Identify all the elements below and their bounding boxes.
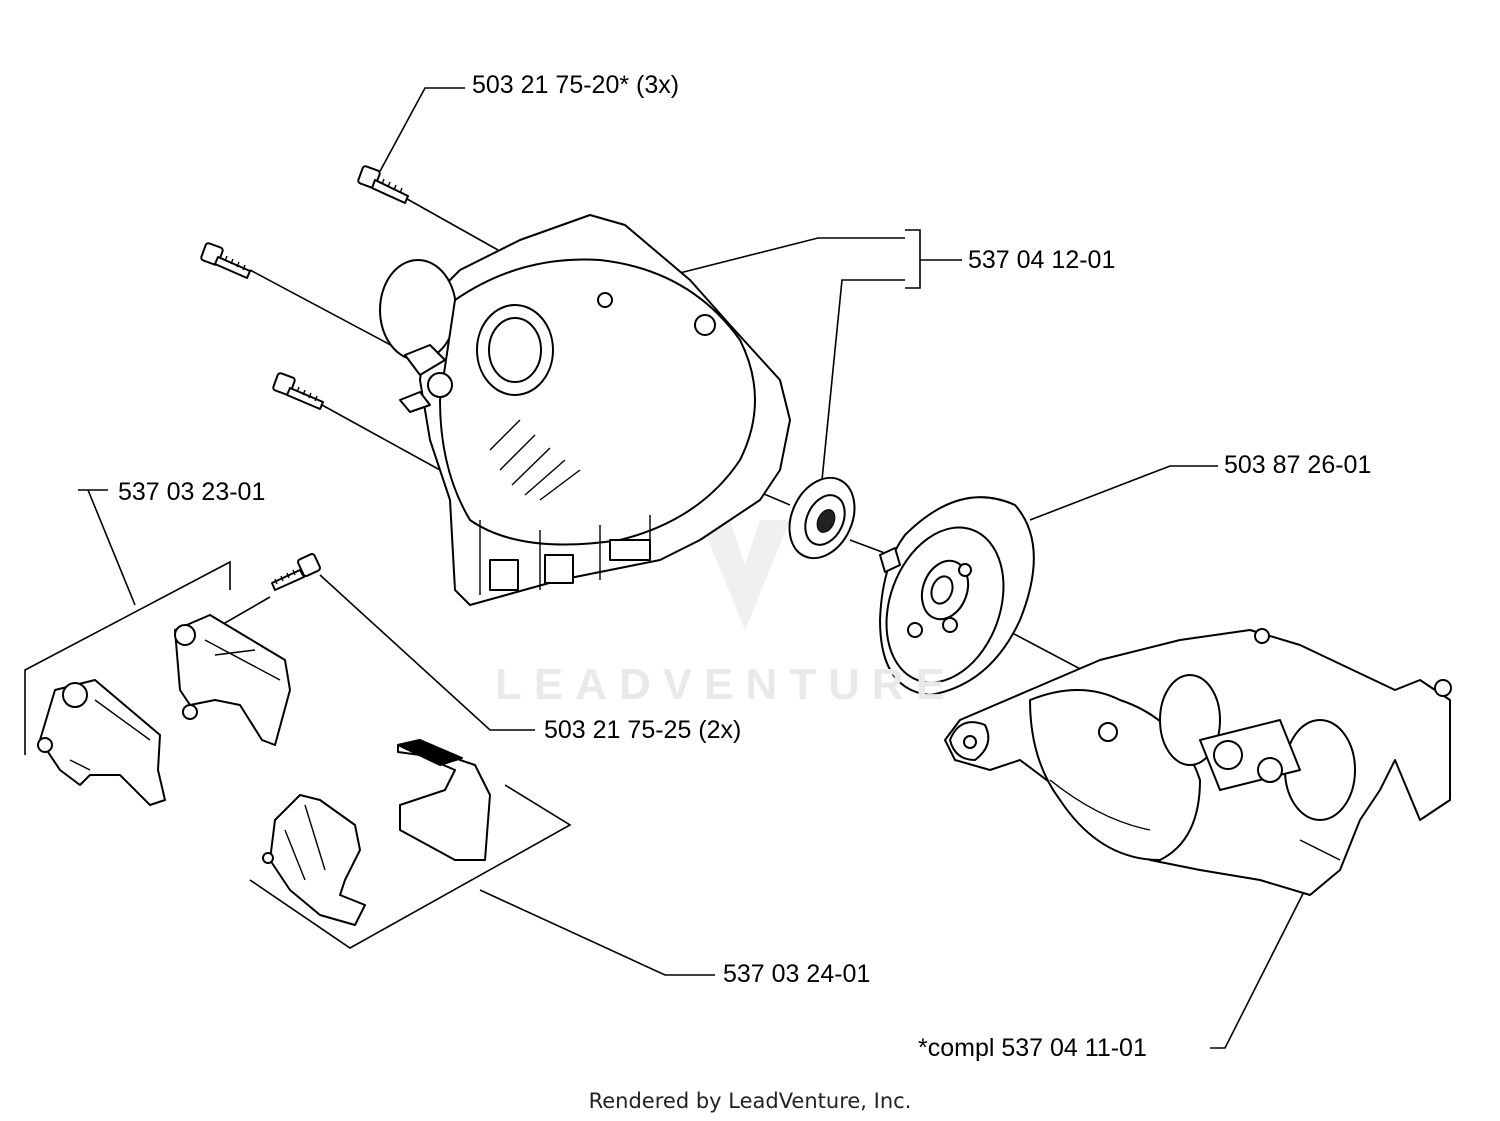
callout-complete-case: *compl 537 04 11-01: [918, 1034, 1147, 1062]
callout-crankcase-half: 537 04 12-01: [968, 246, 1116, 274]
footer-credit: Rendered by LeadVenture, Inc.: [588, 1089, 912, 1113]
callout-screws-left: 503 21 75-25 (2x): [544, 716, 742, 744]
screw-left: [271, 553, 321, 591]
bushing-right: [397, 739, 491, 861]
callout-left-kit: 537 03 23-01: [118, 478, 266, 506]
bushing-left: [262, 794, 366, 926]
watermark-text: LEADVENTURE: [495, 660, 958, 709]
callout-bushings: 537 03 24-01: [723, 960, 871, 988]
callout-screws-top: 503 21 75-20* (3x): [472, 71, 680, 99]
screw-top-2: [200, 242, 251, 279]
callout-clutch-drum: 503 87 26-01: [1224, 451, 1372, 479]
bearing: [788, 476, 856, 560]
clamp-half-lower: [37, 679, 166, 806]
crankcase-half: [379, 214, 791, 606]
clutch-drum: [879, 496, 1035, 696]
leader-lines: [24, 87, 1321, 1049]
screw-top-1: [357, 165, 409, 204]
complete-crankcase: [944, 628, 1452, 896]
screw-top-3: [272, 372, 324, 410]
clamp-half-upper: [174, 614, 291, 746]
